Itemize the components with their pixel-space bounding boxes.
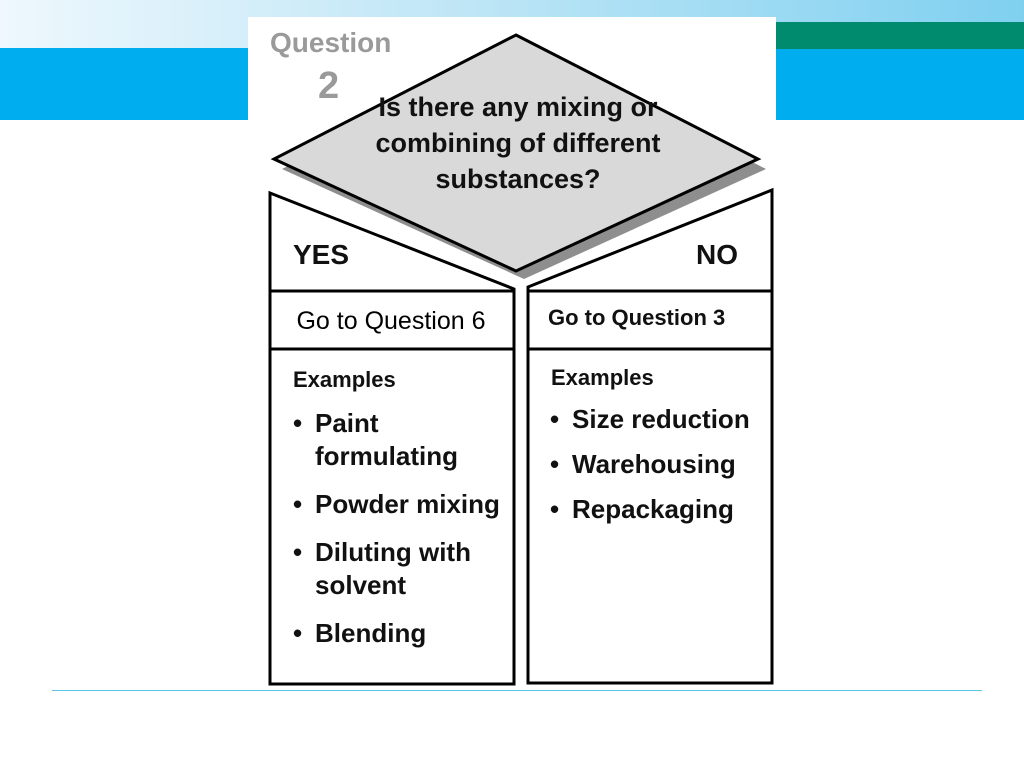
list-item: Paint formulating <box>293 407 503 473</box>
list-item: Blending <box>293 617 503 650</box>
list-item: Diluting with solvent <box>293 536 503 602</box>
list-item: Powder mixing <box>293 488 503 521</box>
flowchart-figure: Question 2 Is there any mixing or combin… <box>248 17 776 690</box>
yes-examples-list: Paint formulating Powder mixing Diluting… <box>293 407 503 665</box>
yes-label: YES <box>293 239 350 270</box>
yes-goto-text: Go to Question 6 <box>296 307 486 335</box>
decision-question-text: Is there any mixing or combining of diff… <box>375 92 661 194</box>
list-item: Size reduction <box>550 403 770 436</box>
footer-divider-line <box>52 690 982 691</box>
list-item: Repackaging <box>550 493 770 526</box>
header-teal-accent <box>776 22 1024 49</box>
no-examples-list: Size reduction Warehousing Repackaging <box>550 403 770 538</box>
yes-examples-title: Examples <box>293 367 396 392</box>
decision-diamond <box>270 33 762 273</box>
question-label: Question <box>270 27 392 58</box>
no-label: NO <box>696 239 738 270</box>
question-number: 2 <box>318 65 340 107</box>
no-box <box>526 187 774 685</box>
no-goto-text: Go to Question 3 <box>548 305 726 330</box>
list-item: Warehousing <box>550 448 770 481</box>
no-examples-title: Examples <box>551 365 654 390</box>
